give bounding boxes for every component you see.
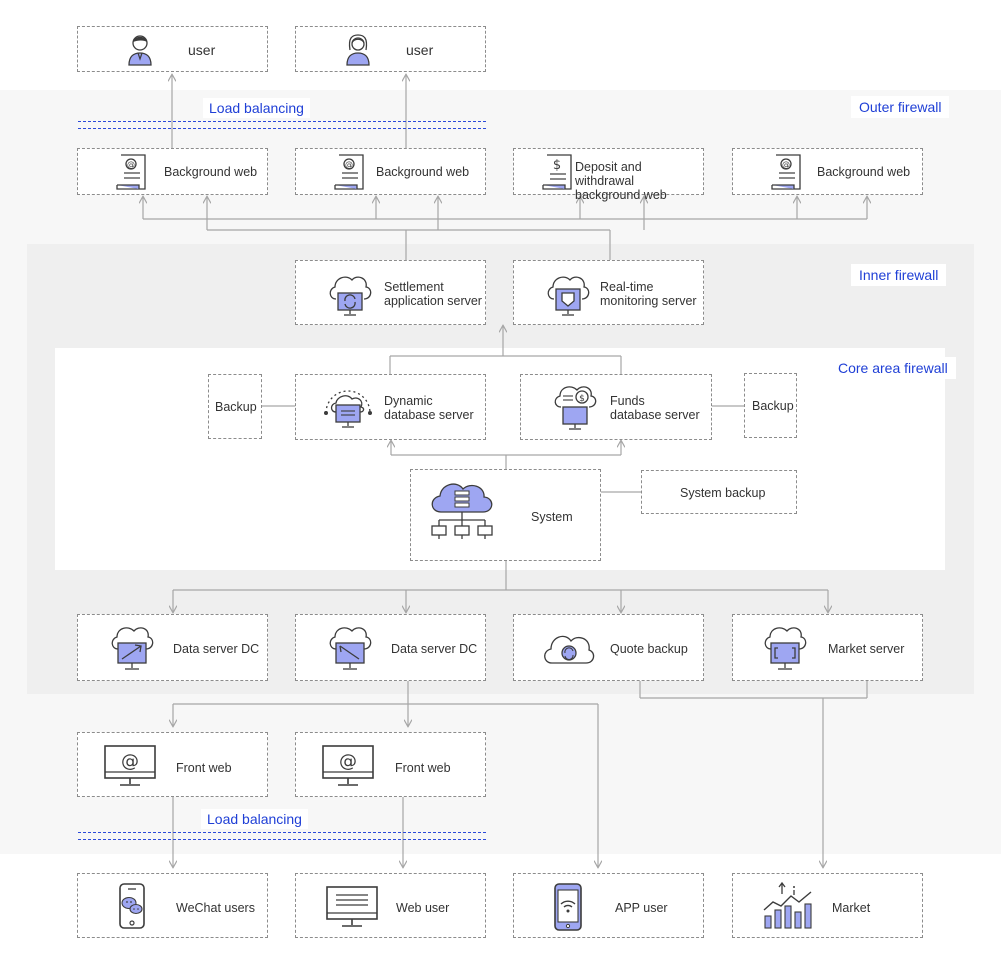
- cloud-refresh-icon: [544, 635, 595, 664]
- funds-database-label: Funds database server: [610, 394, 700, 422]
- dollar-document-icon: $: [542, 154, 572, 190]
- svg-text:$: $: [553, 158, 561, 173]
- cloud-market-monitor-icon: [764, 627, 807, 670]
- web-monitor-icon: [326, 886, 378, 927]
- wifi-phone-icon: [554, 883, 582, 931]
- backup-box-right: Backup: [744, 373, 797, 438]
- app-user-box: APP user: [513, 873, 704, 938]
- data-server-box-2: Data server DC: [295, 614, 486, 681]
- user-label-1: user: [188, 42, 216, 58]
- quote-backup-label: Quote backup: [610, 642, 688, 656]
- female-user-icon: [346, 34, 370, 66]
- web-document-icon: @: [116, 154, 146, 190]
- load-balancing-bottom-line: [78, 832, 486, 840]
- wechat-phone-icon: [119, 883, 145, 929]
- background-web-box-1: @ Background web: [77, 148, 268, 195]
- user-box-1: user: [77, 26, 268, 72]
- inner-firewall-label: Inner firewall: [851, 264, 947, 286]
- system-label: System: [531, 510, 573, 524]
- backup-label-left: Backup: [215, 400, 257, 414]
- deposit-withdrawal-web-label: Deposit and withdrawal background web: [575, 160, 667, 202]
- web-document-icon: @: [334, 154, 364, 190]
- male-user-icon: [128, 35, 152, 66]
- market-chart-icon: [763, 881, 812, 929]
- user-box-2: user: [295, 26, 486, 72]
- user-label-2: user: [406, 42, 434, 58]
- background-web-box-3: @ Background web: [732, 148, 923, 195]
- front-web-label-2: Front web: [395, 761, 451, 775]
- cloud-shield-monitor-icon: [547, 276, 590, 316]
- at-monitor-icon: @: [322, 745, 374, 786]
- data-server-label-1: Data server DC: [173, 642, 260, 656]
- data-server-box-1: Data server DC: [77, 614, 268, 681]
- funds-database-box: $ Funds database server: [520, 374, 712, 440]
- dynamic-database-box: Dynamic database server: [295, 374, 486, 440]
- cloud-network-icon: [431, 483, 493, 539]
- market-box: Market: [732, 873, 923, 938]
- svg-text:@: @: [127, 160, 135, 169]
- background-web-box-2: @ Background web: [295, 148, 486, 195]
- web-user-box: Web user: [295, 873, 486, 938]
- outer-firewall-label: Outer firewall: [851, 96, 950, 118]
- quote-backup-box: Quote backup: [513, 614, 704, 681]
- monitoring-server-box: Real-time monitoring server: [513, 260, 704, 325]
- system-backup-box: System backup: [641, 470, 797, 514]
- backup-label-right: Backup: [752, 399, 794, 413]
- deposit-withdrawal-web-box: $ Deposit and withdrawal background web: [513, 148, 704, 202]
- svg-text:@: @: [339, 751, 357, 772]
- market-label: Market: [832, 901, 871, 915]
- settlement-server-box: Settlement application server: [295, 260, 486, 325]
- monitoring-server-label: Real-time monitoring server: [600, 280, 697, 308]
- system-backup-label: System backup: [680, 486, 766, 500]
- cloud-sync-monitor-icon: [329, 276, 372, 316]
- background-web-label-3: Background web: [817, 165, 911, 179]
- background-web-label-2: Background web: [376, 165, 470, 179]
- front-web-box-2: @ Front web: [295, 732, 486, 797]
- core-firewall-label: Core area firewall: [830, 357, 956, 379]
- market-server-box: Market server: [732, 614, 923, 681]
- database-monitor-icon: [324, 390, 372, 428]
- data-server-label-2: Data server DC: [391, 642, 478, 656]
- svg-text:$: $: [579, 394, 585, 404]
- load-balancing-top-line: [78, 121, 486, 129]
- front-web-box-1: @ Front web: [77, 732, 268, 797]
- load-balancing-bottom-label: Load balancing: [201, 809, 308, 829]
- svg-text:@: @: [345, 160, 353, 169]
- wechat-users-box: WeChat users: [77, 873, 268, 938]
- settlement-server-label: Settlement application server: [384, 280, 482, 308]
- web-document-icon: @: [771, 154, 801, 190]
- wechat-users-label: WeChat users: [176, 901, 255, 915]
- system-box: System: [410, 469, 601, 561]
- funds-database-icon: $: [554, 386, 597, 430]
- web-user-label: Web user: [396, 901, 450, 915]
- dynamic-database-label: Dynamic database server: [384, 394, 474, 422]
- svg-text:@: @: [782, 160, 790, 169]
- backup-box-left: Backup: [208, 374, 262, 439]
- app-user-label: APP user: [615, 901, 668, 915]
- load-balancing-top-label: Load balancing: [203, 98, 310, 118]
- background-web-label-1: Background web: [164, 165, 258, 179]
- cloud-data-monitor-icon: [111, 627, 154, 670]
- front-web-label-1: Front web: [176, 761, 232, 775]
- market-server-label: Market server: [828, 642, 905, 656]
- cloud-data-monitor-icon: [329, 627, 372, 670]
- at-monitor-icon: @: [104, 745, 156, 786]
- svg-text:@: @: [121, 751, 139, 772]
